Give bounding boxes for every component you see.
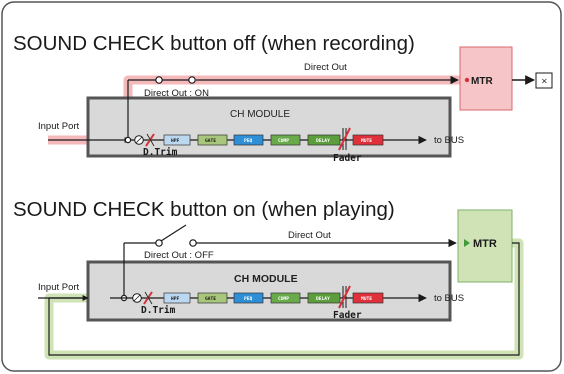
ch-module-title-off: CH MODULE xyxy=(230,109,290,120)
output-symbol-off: × xyxy=(541,77,548,86)
dtrim-knob-icon-on xyxy=(143,291,153,305)
mtr-box-off xyxy=(459,46,513,111)
block-delay-on xyxy=(307,292,341,304)
fader-icon-on xyxy=(338,285,351,309)
block-mute-label-off: MUTE xyxy=(361,138,372,144)
block-delay-label-on: DELAY xyxy=(316,296,330,302)
block-comp-label-on: COMP xyxy=(278,296,289,302)
dtrim-knob-mark-off xyxy=(146,133,155,147)
block-mute-label-on: MUTE xyxy=(361,296,372,302)
block-comp-off xyxy=(270,134,301,146)
to-bus-label-on: to BUS xyxy=(434,293,464,304)
mtr-box-on xyxy=(457,209,513,283)
mtr-input-dot-off xyxy=(464,77,470,83)
block-comp-label-off: COMP xyxy=(278,138,289,144)
block-peq-label-off: PEQ xyxy=(244,138,253,144)
mtr-label-off: MTR xyxy=(471,76,493,87)
block-delay-label-off: DELAY xyxy=(316,138,330,144)
output-box-off xyxy=(535,72,553,89)
split-node-off xyxy=(124,136,132,144)
block-hpf-on xyxy=(163,292,191,304)
block-comp-on xyxy=(270,292,301,304)
mtr-label-on: MTR xyxy=(473,238,497,250)
fader-icon-off xyxy=(338,127,351,151)
block-mute-off xyxy=(352,134,384,146)
dtrim-label-off: D.Trim xyxy=(143,147,178,158)
block-delay-off xyxy=(307,134,341,146)
block-peq-on xyxy=(233,292,264,304)
direct-out-label-on: Direct Out xyxy=(288,230,331,241)
dtrim-label-on: D.Trim xyxy=(141,305,176,316)
switch-contact-a-off xyxy=(155,76,163,84)
dtrim-phase-slash-off xyxy=(135,136,143,144)
switch-label-off: Direct Out : ON xyxy=(144,88,209,99)
fader-label-on: Fader xyxy=(333,310,362,321)
input-port-label-on: Input Port xyxy=(38,282,80,293)
block-gate-on xyxy=(197,292,228,304)
block-hpf-label-on: HPF xyxy=(171,296,180,302)
ch-module-on xyxy=(86,260,452,322)
switch-label-on: Direct Out : OFF xyxy=(144,250,214,261)
dtrim-knob-icon-off xyxy=(145,133,155,147)
block-gate-off xyxy=(197,134,228,146)
input-port-label-off: Input Port xyxy=(38,121,80,132)
direct-out-label-off: Direct Out xyxy=(304,62,347,73)
block-hpf-off xyxy=(163,134,191,146)
block-gate-label-off: GATE xyxy=(205,138,216,144)
section-sound-check-off: SOUND CHECK button off (when recording) … xyxy=(13,32,553,164)
block-gate-label-on: GATE xyxy=(205,296,216,302)
block-hpf-label-off: HPF xyxy=(171,138,180,144)
ch-module-title-on: CH MODULE xyxy=(234,273,298,285)
section-sound-check-on: SOUND CHECK button on (when playing) MTR… xyxy=(13,198,524,360)
dtrim-phase-slash-on xyxy=(133,294,141,302)
switch-contact-b-off xyxy=(188,76,196,84)
switch-contact-b-on xyxy=(189,239,197,247)
process-blocks-off: HPF GATE PEQ COMP DELAY MUTE xyxy=(163,134,384,146)
block-peq-label-on: PEQ xyxy=(244,296,253,302)
switch-contact-a-on xyxy=(155,239,163,247)
switch-blade-on xyxy=(160,224,187,242)
block-peq-off xyxy=(233,134,264,146)
mtr-input-triangle-on xyxy=(464,239,470,247)
process-blocks-on: HPF GATE PEQ COMP DELAY MUTE xyxy=(163,292,384,304)
section-on-title: SOUND CHECK button on (when playing) xyxy=(13,198,395,221)
dtrim-knob-mark-on xyxy=(144,291,153,305)
block-mute-on xyxy=(352,292,384,304)
fader-label-off: Fader xyxy=(333,153,362,164)
section-off-title: SOUND CHECK button off (when recording) xyxy=(13,32,415,55)
to-bus-label-off: to BUS xyxy=(434,135,464,146)
ch-module-off xyxy=(86,96,452,158)
